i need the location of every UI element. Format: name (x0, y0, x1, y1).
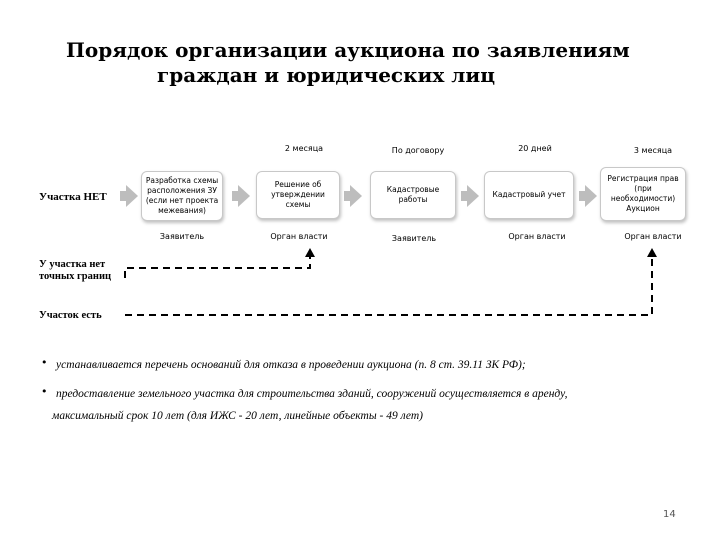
actor-label: Заявитель (159, 232, 205, 241)
bullet-text-continuation: максимальный срок 10 лет (для ИЖС - 20 л… (52, 410, 423, 422)
arrowhead-up (647, 248, 657, 257)
arrowhead-up (305, 248, 315, 257)
flow-arrow-stem (344, 191, 350, 201)
step-text: Аукцион (626, 204, 660, 214)
flow-arrow (467, 185, 479, 207)
path-label-no-bounds-line2: точных границ (39, 271, 112, 282)
flow-arrow-stem (120, 191, 126, 201)
actor-label: Орган власти (508, 232, 566, 241)
duration-label: По договору (391, 146, 445, 155)
step-text: расположения ЗУ (147, 185, 217, 195)
step-text: Регистрация прав (607, 173, 679, 183)
flow-arrow (350, 185, 362, 207)
duration-label: 3 месяца (633, 146, 673, 155)
flow-arrow-stem (232, 191, 238, 201)
path-no-bounds (124, 255, 311, 278)
step-box-cadastral-registration: Кадастровый учет (484, 171, 574, 219)
step-box-rights-registration-auction: Регистрация прав (при необходимости) Аук… (600, 167, 686, 221)
path-exists (125, 255, 653, 316)
step-text: утверждении (271, 189, 325, 199)
step-text: работы (398, 195, 428, 204)
title-line2: граждан и юридических лиц (157, 63, 495, 87)
duration-label: 2 месяца (284, 144, 324, 153)
step-box-cadastral-works: Кадастровые работы (370, 171, 456, 219)
duration-label: 20 дней (518, 144, 552, 153)
page-number: 14 (663, 509, 676, 520)
step-text: схемы (285, 200, 311, 210)
actor-label: Орган власти (624, 232, 682, 241)
flow-arrow-stem (461, 191, 467, 201)
flow-arrow (238, 185, 250, 207)
bullet-dot: • (41, 385, 48, 398)
step-text: (при (634, 183, 652, 193)
row-label-no-plot: Участка НЕТ (39, 191, 107, 203)
bullet-dot: • (41, 356, 48, 369)
flow-arrow-stem (579, 191, 585, 201)
bullet-text: устанавливается перечень оснований для о… (56, 359, 526, 371)
flow-arrow (585, 185, 597, 207)
step-text: Кадастровые (386, 184, 440, 194)
step-text: необходимости) (610, 194, 676, 203)
step-text: Решение об (274, 179, 322, 189)
path-label-exists: Участок есть (39, 310, 102, 321)
bullet-text: предоставление земельного участка для ст… (56, 388, 568, 400)
actor-label: Заявитель (391, 234, 437, 243)
step-text: Разработка схемы (145, 175, 219, 185)
title-line1: Порядок организации аукциона по заявлени… (66, 38, 630, 62)
path-label-no-bounds-line1: У участка нет (39, 259, 106, 270)
step-box-scheme-development: Разработка схемы расположения ЗУ (если н… (141, 171, 223, 221)
step-text: (если нет проекта (145, 196, 219, 205)
step-text: Кадастровый учет (492, 189, 566, 199)
actor-label: Орган власти (270, 232, 328, 241)
step-box-scheme-approval: Решение об утверждении схемы (256, 171, 340, 219)
flow-arrow (126, 185, 138, 207)
step-text: межевания) (158, 206, 206, 216)
